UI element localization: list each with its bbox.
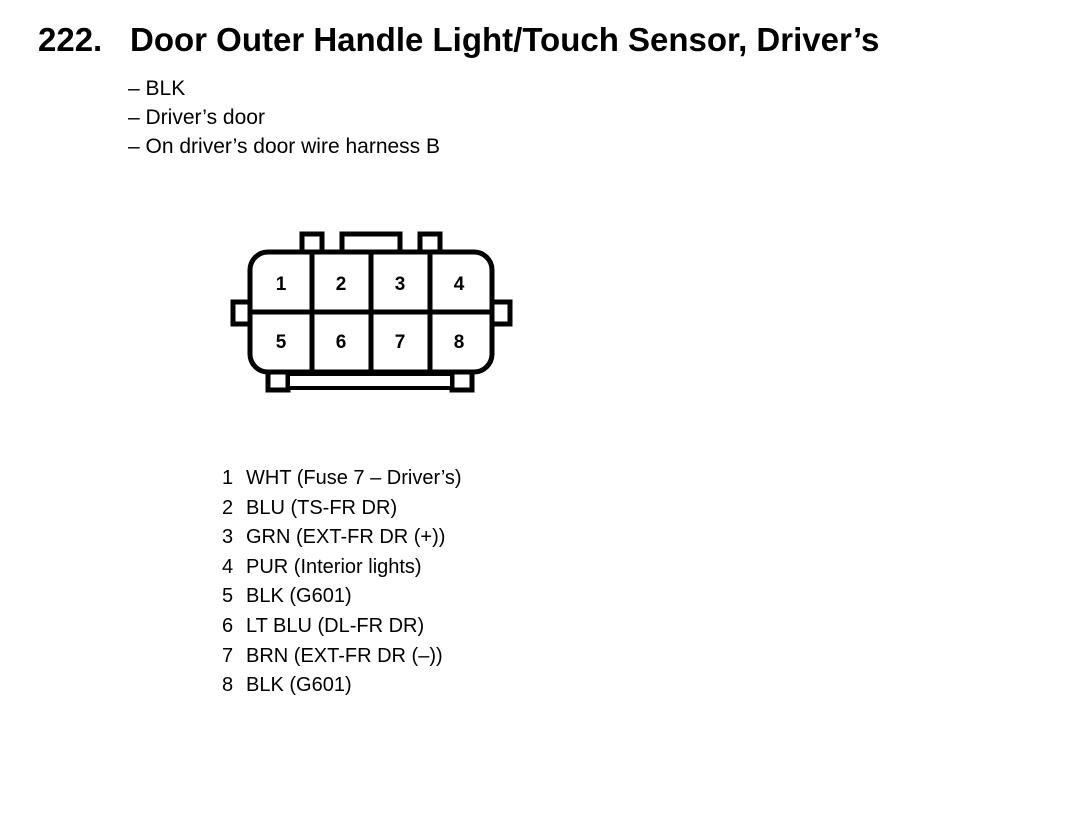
connector-tab-right bbox=[417, 231, 443, 255]
pin-item: 1 WHT (Fuse 7 – Driver’s) bbox=[222, 464, 462, 494]
connector-color: – BLK bbox=[128, 77, 186, 100]
pin-item: 8 BLK (G601) bbox=[222, 671, 462, 701]
pin-description: LT BLU (DL-FR DR) bbox=[246, 614, 425, 637]
connector-details: – BLK – Driver’s door – On driver’s door… bbox=[128, 74, 440, 161]
cavity-2: 2 bbox=[336, 274, 347, 295]
pin-item: 6 LT BLU (DL-FR DR) bbox=[222, 612, 462, 642]
pin-description: BLU (TS-FR DR) bbox=[246, 496, 398, 519]
title-number: 222. bbox=[38, 21, 103, 58]
pin-item: 5 BLK (G601) bbox=[222, 582, 462, 612]
pin-number: 5 bbox=[222, 585, 234, 608]
pin-number: 7 bbox=[222, 644, 234, 667]
cavity-6: 6 bbox=[336, 332, 347, 353]
cavity-7: 7 bbox=[395, 332, 406, 353]
cavity-1: 1 bbox=[276, 274, 287, 295]
pin-item: 7 BRN (EXT-FR DR (–)) bbox=[222, 642, 462, 672]
page-title: 222. Door Outer Handle Light/Touch Sensor… bbox=[38, 20, 879, 60]
pin-number: 2 bbox=[222, 496, 234, 519]
pin-description: BRN (EXT-FR DR (–)) bbox=[246, 644, 443, 667]
pin-description: BLK (G601) bbox=[246, 585, 352, 608]
connector-harness: – On driver’s door wire harness B bbox=[128, 135, 441, 158]
pin-description: BLK (G601) bbox=[246, 674, 352, 697]
pin-number: 6 bbox=[222, 614, 234, 637]
pin-item: 2 BLU (TS-FR DR) bbox=[222, 494, 462, 524]
pin-item: 4 PUR (Interior lights) bbox=[222, 553, 462, 583]
connector-tab-left bbox=[299, 231, 325, 255]
pin-number: 4 bbox=[222, 555, 234, 578]
pin-number: 8 bbox=[222, 674, 234, 697]
pin-description: WHT (Fuse 7 – Driver’s) bbox=[246, 467, 462, 489]
pin-number: 3 bbox=[222, 526, 234, 549]
title-text: Door Outer Handle Light/Touch Sensor, Dr… bbox=[130, 21, 880, 58]
pin-list: 1 WHT (Fuse 7 – Driver’s) 2 BLU (TS-FR DR)… bbox=[222, 464, 462, 701]
connector-location: – Driver’s door bbox=[128, 106, 265, 129]
pin-item: 3 GRN (EXT-FR DR (+)) bbox=[222, 523, 462, 553]
connector-diagram: 1 2 3 4 5 6 7 8 bbox=[230, 231, 513, 393]
pin-number: 1 bbox=[222, 467, 234, 489]
cavity-8: 8 bbox=[454, 332, 465, 353]
connector-latch bbox=[339, 231, 403, 255]
connector-bottom-rail bbox=[286, 372, 454, 390]
pin-description: PUR (Interior lights) bbox=[246, 555, 422, 578]
cavity-5: 5 bbox=[276, 332, 287, 353]
pin-description: GRN (EXT-FR DR (+)) bbox=[246, 526, 446, 549]
cavity-3: 3 bbox=[395, 274, 406, 295]
cavity-4: 4 bbox=[454, 274, 465, 295]
